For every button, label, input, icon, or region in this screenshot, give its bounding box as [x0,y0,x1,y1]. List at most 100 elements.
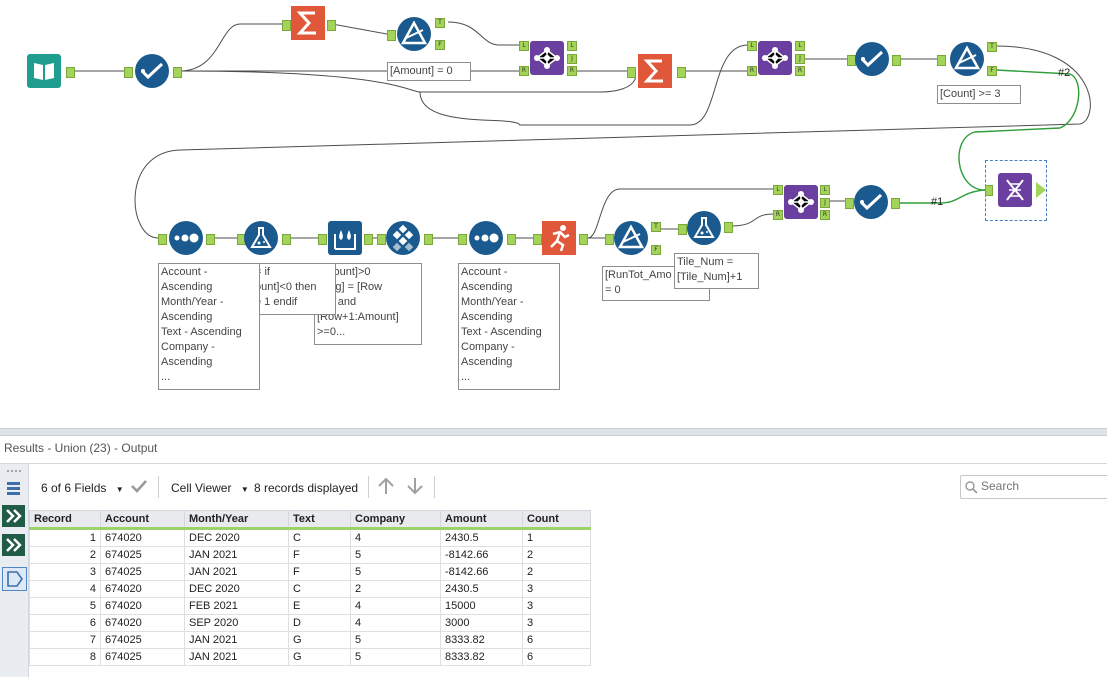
cell-month-year[interactable]: JAN 2021 [184,631,289,649]
cell-account[interactable]: 674020 [100,597,185,615]
sort-tool[interactable] [468,220,504,256]
cell-account[interactable]: 674025 [100,648,185,666]
left-input-anchor[interactable]: L [773,185,783,195]
cell-amount[interactable]: 15000 [440,597,523,615]
cell-month-year[interactable]: SEP 2020 [184,614,289,632]
column-header-text[interactable]: Text [288,510,351,530]
cell-amount[interactable]: 2430.5 [440,580,523,598]
search-box[interactable] [960,475,1107,499]
table-view-button[interactable] [2,478,25,500]
column-header-month-year[interactable]: Month/Year [184,510,289,530]
cell-record[interactable]: 3 [29,563,101,581]
column-header-account[interactable]: Account [100,510,185,530]
panel-splitter[interactable] [0,428,1107,436]
right-input-anchor[interactable]: R [519,66,529,76]
cell-count[interactable]: 3 [522,580,591,598]
cell-record[interactable]: 2 [29,546,101,564]
join-output-anchor[interactable]: J [795,54,805,64]
cell-month-year[interactable]: FEB 2021 [184,597,289,615]
left-input-anchor[interactable]: L [519,41,529,51]
cell-account[interactable]: 674025 [100,546,185,564]
cell-account[interactable]: 674020 [100,580,185,598]
cell-amount[interactable]: 8333.82 [440,631,523,649]
false-anchor[interactable]: F [651,245,661,255]
cell-count[interactable]: 6 [522,631,591,649]
cell-count[interactable]: 3 [522,614,591,632]
cell-account[interactable]: 674020 [100,614,185,632]
cell-record[interactable]: 6 [29,614,101,632]
right-output-anchor[interactable]: R [820,210,830,220]
cell-company[interactable]: 5 [350,631,441,649]
cell-text[interactable]: G [288,631,351,649]
cell-amount[interactable]: -8142.66 [440,546,523,564]
right-output-anchor[interactable]: R [795,66,805,76]
column-header-company[interactable]: Company [350,510,441,530]
join-tool[interactable] [757,40,793,76]
cell-count[interactable]: 2 [522,546,591,564]
column-header-count[interactable]: Count [522,510,591,530]
join-tool[interactable] [529,40,565,76]
tag-view-button[interactable] [2,567,27,591]
right-output-anchor[interactable]: R [567,66,577,76]
false-anchor[interactable]: F [435,40,445,50]
cell-text[interactable]: G [288,648,351,666]
arrow-down-icon[interactable] [406,476,424,496]
cell-month-year[interactable]: DEC 2020 [184,580,289,598]
cell-record[interactable]: 4 [29,580,101,598]
filter-tool[interactable] [949,41,985,77]
cell-company[interactable]: 4 [350,597,441,615]
output-anchor-button[interactable] [2,505,25,527]
cell-text[interactable]: C [288,580,351,598]
cell-month-year[interactable]: JAN 2021 [184,648,289,666]
cell-record[interactable]: 5 [29,597,101,615]
summarize-tool[interactable] [290,5,326,41]
cell-count[interactable]: 2 [522,563,591,581]
left-output-anchor[interactable]: L [567,41,577,51]
cell-company[interactable]: 4 [350,528,441,547]
cell-count[interactable]: 6 [522,648,591,666]
cell-record[interactable]: 1 [29,528,101,547]
left-output-anchor[interactable]: L [820,185,830,195]
cell-amount[interactable]: 8333.82 [440,648,523,666]
apply-check-icon[interactable] [130,478,148,494]
cell-month-year[interactable]: JAN 2021 [184,563,289,581]
false-anchor[interactable]: F [987,66,997,76]
cell-account[interactable]: 674020 [100,528,185,547]
fields-dropdown[interactable]: 6 of 6 Fields ▼ [41,481,124,495]
workflow-canvas[interactable]: T F [Amount] = 0 L R L J R L R L J R [0,0,1107,428]
running-total-tool[interactable] [541,220,577,256]
cell-text[interactable]: F [288,546,351,564]
true-anchor[interactable]: T [435,18,445,28]
column-header-amount[interactable]: Amount [440,510,523,530]
cell-month-year[interactable]: DEC 2020 [184,528,289,547]
formula-tool[interactable] [686,210,722,246]
left-output-anchor[interactable]: L [795,41,805,51]
cell-text[interactable]: E [288,597,351,615]
summarize-tool[interactable] [637,53,673,89]
cell-record[interactable]: 8 [29,648,101,666]
cell-count[interactable]: 1 [522,528,591,547]
formula-tool[interactable] [243,220,279,256]
cell-month-year[interactable]: JAN 2021 [184,546,289,564]
true-anchor[interactable]: T [651,222,661,232]
cell-text[interactable]: F [288,563,351,581]
column-header-record[interactable]: Record [29,510,101,530]
cell-company[interactable]: 4 [350,614,441,632]
cell-amount[interactable]: 2430.5 [440,528,523,547]
cell-text[interactable]: D [288,614,351,632]
union-output-anchor[interactable] [1036,182,1046,198]
filter-tool[interactable] [613,220,649,256]
right-input-anchor[interactable]: R [773,210,783,220]
union-tool[interactable] [997,172,1033,208]
multi-row-formula-tool[interactable] [327,220,363,256]
true-anchor[interactable]: T [987,42,997,52]
select-tool[interactable] [854,41,890,77]
cell-text[interactable]: C [288,528,351,547]
input-data-tool[interactable] [26,53,62,89]
